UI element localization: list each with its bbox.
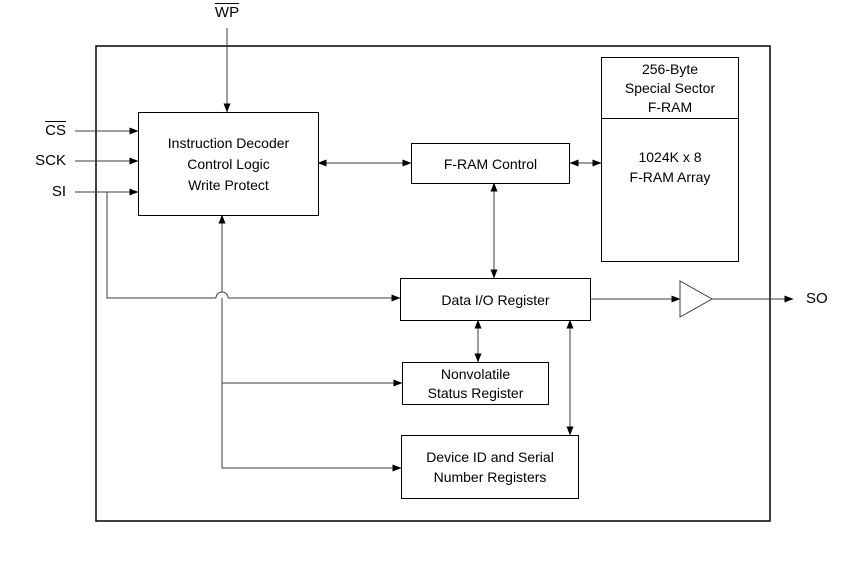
block-label-line: Number Registers xyxy=(433,469,547,485)
pin-label-cs-text: CS xyxy=(45,122,66,139)
block-special-sector: 256-Byte Special Sector F-RAM xyxy=(601,57,739,120)
output-buffer-icon xyxy=(679,280,714,318)
block-label-line: Instruction Decoder xyxy=(167,134,290,151)
wire-decoder-deviceid-bus xyxy=(218,214,402,472)
pin-label-sck-text: SCK xyxy=(35,152,66,169)
block-label-line: Device ID and Serial xyxy=(426,449,554,465)
pin-label-wp-text: WP xyxy=(214,4,240,21)
block-label-line: F-RAM Array xyxy=(629,169,711,185)
block-label-line: 1024K x 8 xyxy=(638,149,702,165)
block-label-line: Data I/O Register xyxy=(441,291,550,308)
pin-label-wp: WP xyxy=(199,4,255,22)
block-label-line: F-RAM xyxy=(647,99,693,115)
chip-boundary xyxy=(95,45,771,522)
block-label-line: Status Register xyxy=(427,384,524,401)
block-label-line: Special Sector xyxy=(624,80,716,96)
pin-label-so-text: SO xyxy=(806,290,828,307)
block-label-line: Write Protect xyxy=(188,176,269,193)
pin-label-si: SI xyxy=(18,183,66,201)
pin-label-cs: CS xyxy=(18,122,66,140)
wire-crossover-hop xyxy=(215,291,229,299)
pin-label-sck: SCK xyxy=(18,152,66,170)
pin-label-si-text: SI xyxy=(51,183,66,200)
block-label-line: Nonvolatile xyxy=(440,365,511,382)
wire-si-branch xyxy=(106,192,216,299)
block-instruction-decoder: Instruction Decoder Control Logic Write … xyxy=(138,112,319,216)
block-fram-array: 1024K x 8 F-RAM Array xyxy=(601,118,739,262)
block-label-line: F-RAM Control xyxy=(443,155,538,172)
block-label-line: 256-Byte xyxy=(641,61,699,77)
block-label-line: Control Logic xyxy=(187,155,270,172)
pin-label-so: SO xyxy=(806,290,828,308)
block-device-id-registers: Device ID and Serial Number Registers xyxy=(401,435,579,499)
block-status-register: Nonvolatile Status Register xyxy=(402,362,549,405)
block-data-io-register: Data I/O Register xyxy=(400,278,591,321)
block-fram-control: F-RAM Control xyxy=(411,143,570,184)
